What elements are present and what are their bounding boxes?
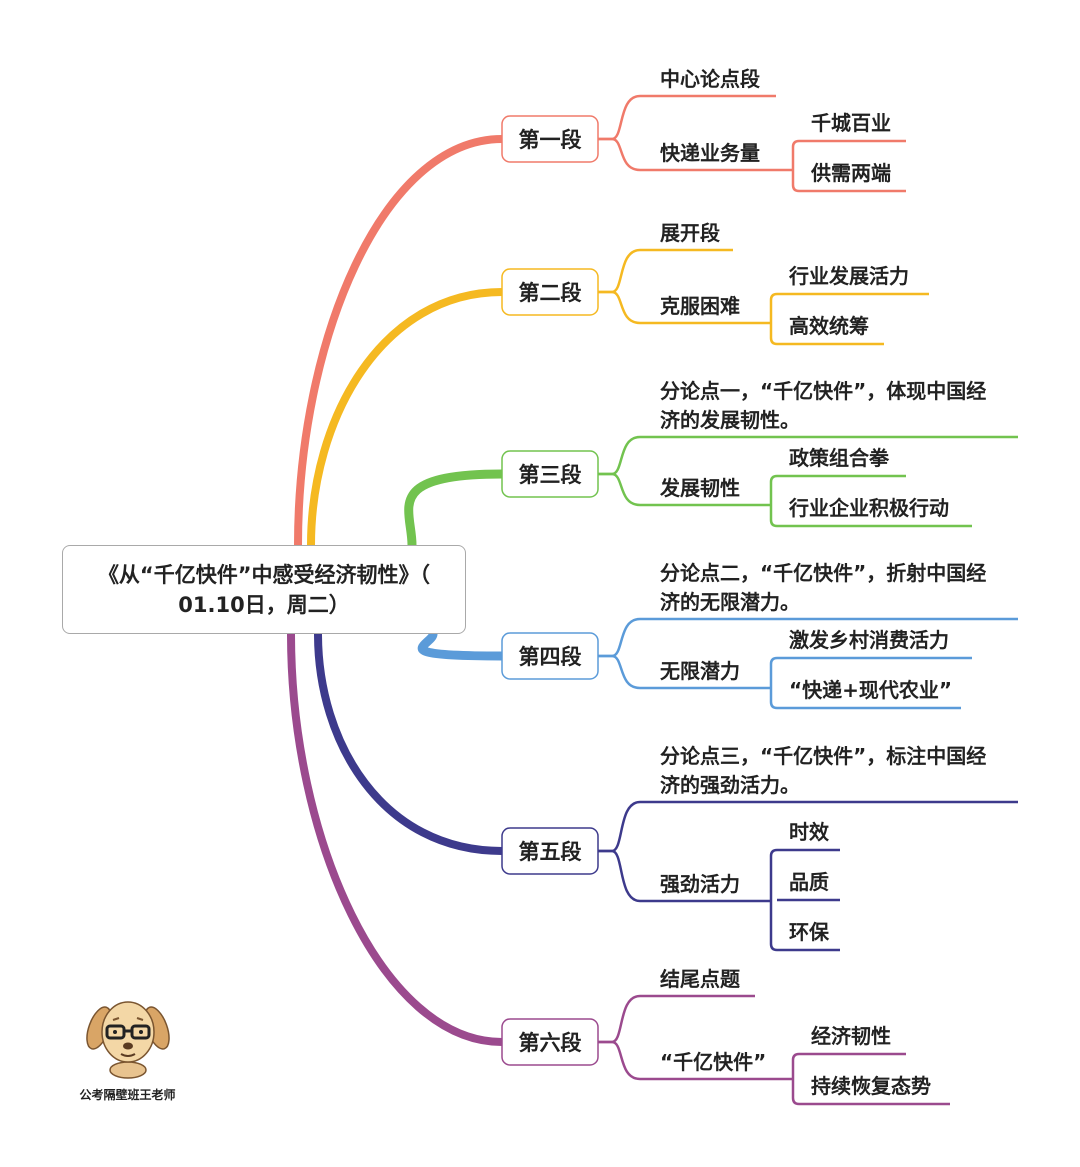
child-label-6-1: 结尾点题: [660, 967, 741, 991]
child-connector-2-2: [598, 290, 771, 325]
sub-label-5-3: 环保: [789, 920, 830, 944]
sub-connector-top-2: [769, 292, 778, 301]
sub-connector-top-5: [769, 848, 778, 857]
root-title-line-2: 01.10日，周二）: [178, 592, 350, 617]
child-connector-3-2: [598, 472, 771, 507]
sub-connector-bottom-4: [769, 701, 778, 710]
sub-label-4-1: 激发乡村消费活力: [789, 628, 949, 652]
child-connector-1-2: [598, 137, 793, 172]
sub-connector-top-3: [769, 474, 778, 483]
sub-connector-bottom-3: [769, 519, 778, 528]
child-label-3-1: 济的发展韧性。: [660, 408, 800, 432]
child-label-4-2: 无限潜力: [660, 659, 740, 683]
sub-label-2-2: 高效统筹: [789, 314, 869, 338]
sub-label-5-1: 时效: [789, 820, 829, 844]
section-label-2: 第二段: [519, 281, 582, 305]
root-topic[interactable]: 《从“千亿快件”中感受经济韧性》（ 01.10日，周二）: [62, 545, 466, 634]
child-label-4-1: 济的无限潜力。: [660, 590, 800, 614]
child-connector-6-1: [598, 994, 755, 1044]
sub-label-3-1: 政策组合拳: [789, 446, 890, 470]
child-label-2-2: 克服困难: [660, 294, 740, 318]
child-label-2-1: 展开段: [660, 221, 720, 245]
main-branch-5: [314, 630, 506, 855]
main-branch-6: [287, 630, 506, 1046]
section-label-6: 第六段: [519, 1031, 582, 1055]
child-connector-5-2: [598, 849, 771, 903]
child-connector-4-2: [598, 654, 771, 690]
child-label-1-1: 中心论点段: [660, 67, 760, 91]
sub-connector-bottom-2: [769, 337, 778, 346]
sub-connector-top-6: [791, 1052, 800, 1061]
sub-label-4-2: “快递+现代农业”: [789, 678, 952, 702]
watermark-label: 公考隔壁班王老师: [79, 1088, 176, 1102]
sub-connector-top-1: [791, 139, 800, 148]
child-connector-1-1: [598, 94, 776, 141]
section-label-5: 第五段: [519, 840, 582, 864]
sub-label-3-2: 行业企业积极行动: [788, 496, 949, 520]
main-branch-1: [294, 135, 506, 549]
sub-label-1-2: 供需两端: [810, 161, 891, 185]
watermark: 公考隔壁班王老师: [70, 990, 185, 1103]
sub-label-1-1: 千城百业: [811, 111, 891, 135]
sub-label-6-2: 持续恢复态势: [811, 1074, 931, 1098]
child-label-4-1: 分论点二，“千亿快件”，折射中国经: [660, 561, 986, 585]
child-connector-6-2: [598, 1040, 793, 1081]
child-label-5-1: 分论点三，“千亿快件”，标注中国经: [660, 744, 986, 768]
section-label-4: 第四段: [519, 645, 582, 669]
sub-label-5-2: 品质: [789, 870, 829, 894]
child-label-6-2: “千亿快件”: [660, 1050, 766, 1074]
child-connector-2-1: [598, 248, 733, 294]
main-branch-2: [307, 288, 506, 549]
sub-connector-bottom-1: [791, 184, 800, 193]
child-label-5-2: 强劲活力: [660, 872, 740, 896]
child-label-3-1: 分论点一，“千亿快件”，体现中国经: [660, 379, 986, 403]
section-label-3: 第三段: [519, 463, 582, 487]
root-title-line-1: 《从“千亿快件”中感受经济韧性》（: [97, 562, 431, 587]
child-label-3-2: 发展韧性: [659, 476, 740, 500]
main-branch-4: [417, 629, 507, 661]
sub-label-6-1: 经济韧性: [811, 1024, 891, 1048]
main-branch-3: [404, 469, 507, 550]
sub-connector-bottom-6: [791, 1097, 800, 1106]
sub-connector-bottom-5: [769, 943, 778, 952]
sub-label-2-1: 行业发展活力: [788, 264, 909, 288]
section-label-1: 第一段: [519, 128, 582, 152]
child-label-1-2: 快递业务量: [660, 141, 760, 165]
sub-connector-top-4: [769, 656, 778, 665]
cartoon-dog-with-glasses-icon: [85, 1001, 170, 1079]
child-label-5-1: 济的强劲活力。: [660, 773, 800, 797]
